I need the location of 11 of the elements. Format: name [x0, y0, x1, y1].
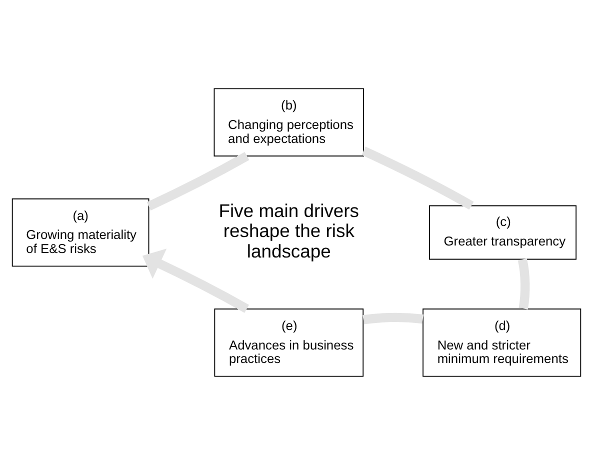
node-box: (e) Advances in business practices: [214, 308, 364, 377]
arrow: [142, 248, 249, 313]
connector: [146, 152, 250, 210]
node-box: (d) New and stricter minimum requirements: [422, 308, 582, 377]
connector: [362, 146, 474, 210]
node-box: (b) Changing perceptions and expectations: [214, 88, 364, 156]
label: Five main drivers reshape the risk landscape: [218, 200, 360, 262]
node-box: (a) Growing materiality of E&S risks: [12, 198, 150, 267]
node-box: (c) Greater transparency: [429, 205, 577, 260]
connector: [518, 258, 530, 310]
connector: [362, 312, 424, 324]
